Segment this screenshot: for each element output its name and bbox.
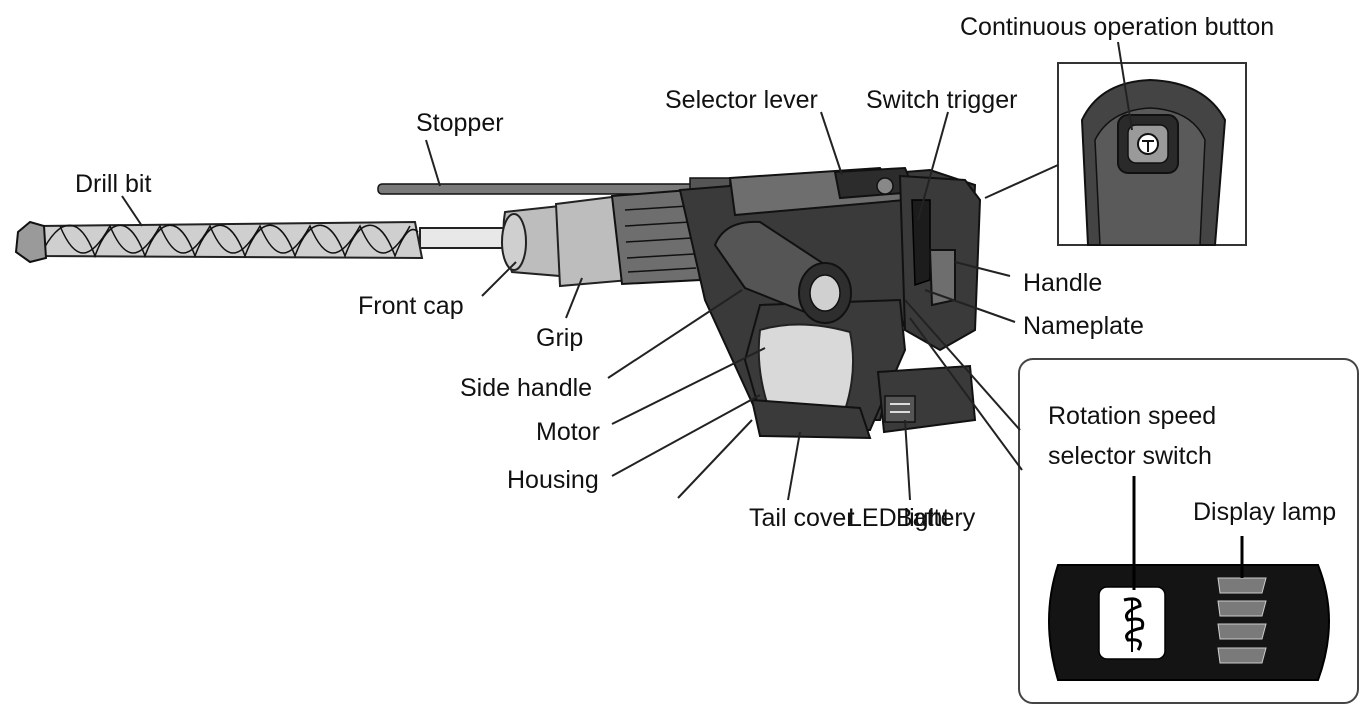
label-tail-cover: Tail cover [749,504,855,532]
label-battery: Battery [896,504,976,532]
leader-lines [121,41,1133,501]
label-drill-bit: Drill bit [75,170,151,198]
front-cap [501,204,561,278]
label-front-cap: Front cap [358,292,464,320]
grip [554,188,702,288]
label-switch-trigger: Switch trigger [866,86,1017,114]
drill-bit [14,220,531,264]
selector-lever [833,166,917,200]
display-lamp [1217,577,1267,664]
label-rotation-speed-line1: Rotation speed [1048,402,1216,430]
label-rotation-speed-line2: selector switch [1048,442,1212,470]
label-nameplate: Nameplate [1023,312,1144,340]
tail-cover [750,398,872,440]
label-grip: Grip [536,324,583,352]
label-handle: Handle [1023,269,1102,297]
display-panel-inset [1018,358,1359,704]
motor [757,323,854,414]
continuous-operation-inset [1057,62,1247,246]
label-continuous-operation-button: Continuous operation button [960,13,1274,41]
label-stopper: Stopper [416,109,504,137]
label-led-light: LED light [848,504,949,532]
battery [876,364,977,434]
side-handle [713,220,852,324]
label-display-lamp: Display lamp [1193,498,1336,526]
label-housing: Housing [507,466,599,494]
drill-speed-icon [1123,597,1145,652]
label-motor: Motor [536,418,600,446]
handle [898,174,982,352]
label-selector-lever: Selector lever [665,86,818,114]
label-side-handle: Side handle [460,374,592,402]
